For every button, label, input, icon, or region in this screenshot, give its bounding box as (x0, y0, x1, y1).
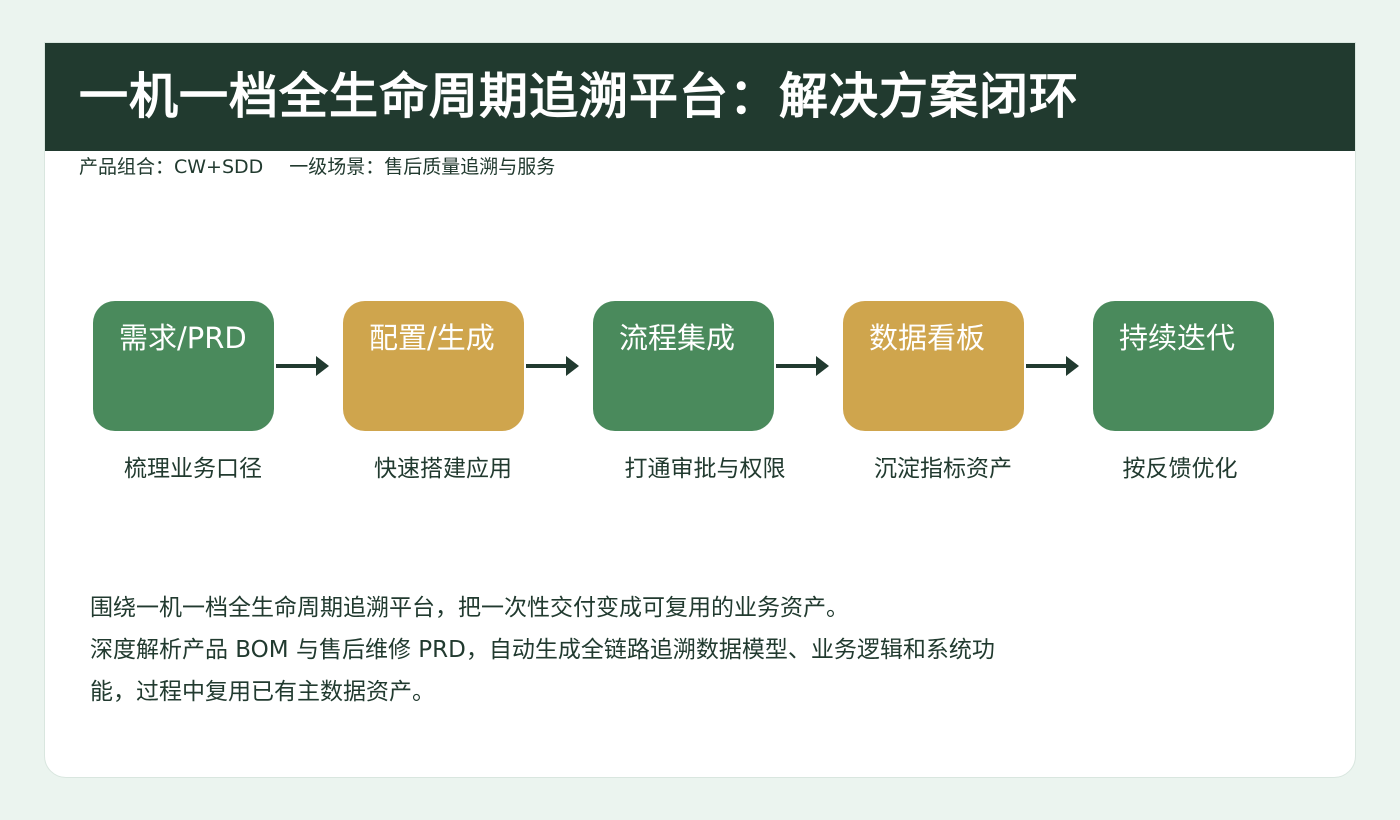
step-caption: 打通审批与权限 (624, 456, 786, 482)
step-caption: 沉淀指标资产 (874, 456, 1012, 482)
step-label: 配置/生成 (369, 321, 495, 355)
solution-card: 一机一档全生命周期追溯平台：解决方案闭环 产品组合：CW+SDD 一级场景：售后质… (44, 42, 1356, 778)
step-box-iteration: 持续迭代 (1093, 301, 1274, 431)
step-box-configuration: 配置/生成 (343, 301, 524, 431)
step-caption: 按反馈优化 (1122, 456, 1238, 482)
description: 围绕一机一档全生命周期追溯平台，把一次性交付变成可复用的业务资产。 深度解析产品… (90, 587, 1190, 713)
description-line: 深度解析产品 BOM 与售后维修 PRD，自动生成全链路追溯数据模型、业务逻辑和… (90, 637, 995, 663)
arrow-right-icon (276, 356, 329, 376)
step-label: 数据看板 (869, 321, 986, 355)
step-box-data-dashboard: 数据看板 (843, 301, 1024, 431)
arrow-right-icon (776, 356, 829, 376)
title-bar: 一机一档全生命周期追溯平台：解决方案闭环 (45, 43, 1355, 151)
step-box-requirements: 需求/PRD (93, 301, 274, 431)
description-line: 能，过程中复用已有主数据资产。 (90, 679, 435, 705)
step-label: 需求/PRD (119, 321, 247, 355)
description-line: 围绕一机一档全生命周期追溯平台，把一次性交付变成可复用的业务资产。 (90, 595, 849, 621)
arrow-right-icon (1026, 356, 1079, 376)
product-combo: 产品组合：CW+SDD (79, 156, 264, 178)
step-caption: 快速搭建应用 (374, 456, 512, 482)
page-title: 一机一档全生命周期追溯平台：解决方案闭环 (79, 68, 1080, 125)
step-label: 持续迭代 (1119, 321, 1236, 355)
step-label: 流程集成 (619, 321, 736, 355)
step-caption: 梳理业务口径 (124, 456, 262, 482)
step-box-process-integration: 流程集成 (593, 301, 774, 431)
scenario-label: 一级场景：售后质量追溯与服务 (289, 156, 556, 178)
arrow-right-icon (526, 356, 579, 376)
subtitle-line: 产品组合：CW+SDD 一级场景：售后质量追溯与服务 (79, 154, 555, 180)
